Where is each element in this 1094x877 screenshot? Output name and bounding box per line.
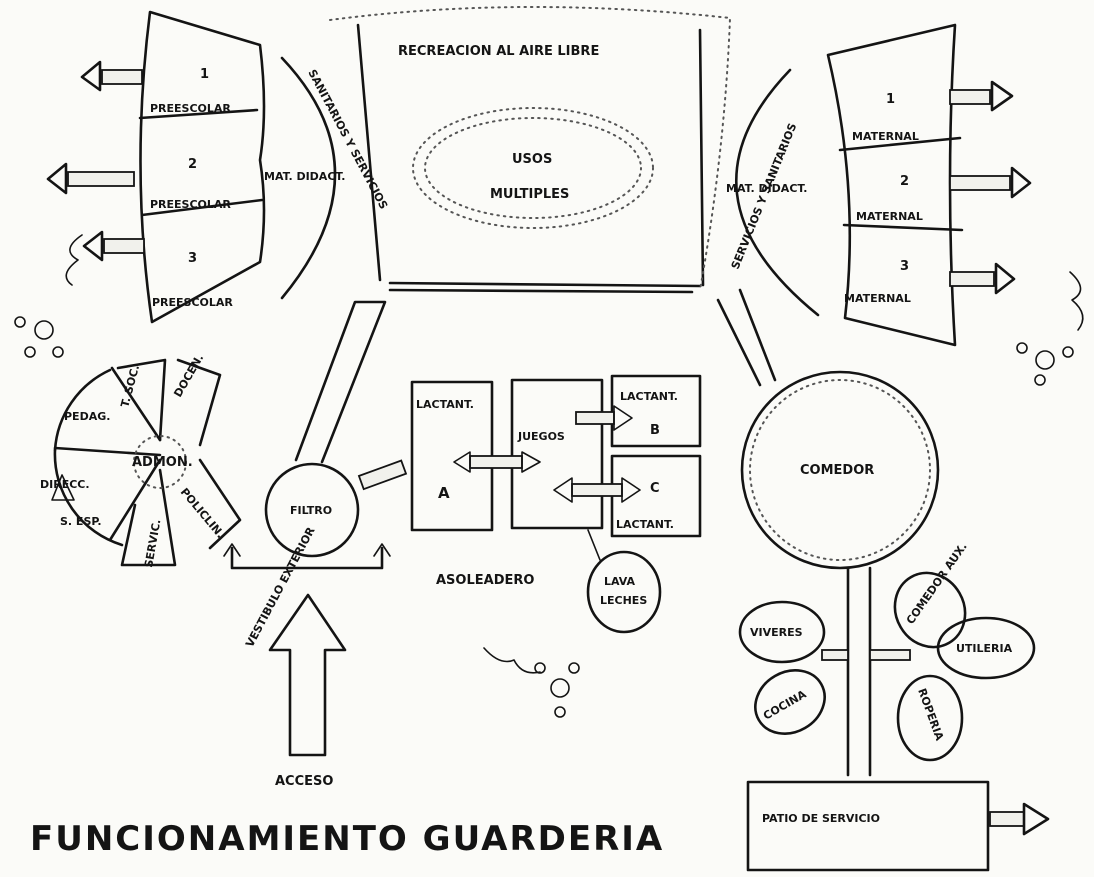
filtro-label: FILTRO [290,504,332,517]
svg-text:1: 1 [200,67,209,82]
patio-servicio: PATIO DE SERVICIO [746,780,1050,872]
filtro-zone: FILTRO [223,300,408,570]
admin-docen: DOCEN. [171,352,206,400]
svg-text:3: 3 [900,259,909,274]
svg-text:PREESCOLAR: PREESCOLAR [150,198,231,211]
usos-multiples-zone: USOS MULTIPLES [412,107,654,229]
preescolar-block: 1 PREESCOLAR 2 PREESCOLAR 3 PREESCOLAR [46,10,266,324]
admin-tsoc: T. SOC. [118,364,142,409]
triangle-icon [51,474,75,501]
exit-arrow-icon [949,166,1032,199]
lactantes-block: LACTANT. A JUEGOS LACTANT. B C LACTANT. [410,374,702,538]
patio-label: PATIO DE SERVICIO [762,812,880,825]
svg-text:3: 3 [188,251,197,266]
leches-label: LECHES [600,594,647,607]
children-icon [483,647,580,718]
lactant-a-label: LACTANT. [416,398,474,411]
svg-text:2: 2 [900,174,909,189]
lactant-b-label: LACTANT. [620,390,678,403]
maternal-block: 1 MATERNAL 2 MATERNAL 3 MATERNAL [826,23,1032,347]
admin-center: ADMON. [132,455,193,470]
comedor-label: COMEDOR [800,463,874,478]
svg-text:MATERNAL: MATERNAL [852,130,919,143]
cocina-label: COCINA [761,687,809,722]
admin-direcc: DIRECC. [40,478,90,491]
svg-text:MATERNAL: MATERNAL [844,292,911,305]
exit-arrow-icon [82,230,145,262]
room-maternal-3: 3 MATERNAL [844,259,911,305]
children-icon [14,234,83,358]
children-icon [1016,271,1084,386]
comedor-aux-label: COMEDOR AUX. [904,540,970,626]
room-maternal-2: 2 MATERNAL [856,174,923,223]
admin-policlin: POLICLIN. [178,486,227,541]
room-preescolar-1: 1 PREESCOLAR [150,67,231,115]
sanitarios-left: SANITARIOS Y SERVICIOS [305,67,390,211]
lava-label: LAVA [604,575,636,588]
mat-didact-right: MAT. DIDACT. [726,182,807,195]
acceso-label: ACCESO [275,774,333,789]
svg-text:1: 1 [886,92,895,107]
lactant-c-label: LACTANT. [616,518,674,531]
room-c-letter: C [650,481,660,496]
multiples-label: MULTIPLES [490,187,569,202]
admin-pedag: PEDAG. [64,410,110,423]
room-maternal-1: 1 MATERNAL [852,92,919,143]
exit-arrow-icon [46,162,135,195]
mat-didact-left: MAT. DIDACT. [264,170,345,183]
svg-text:2: 2 [188,157,197,172]
asoleadero-label: ASOLEADERO [436,573,534,588]
asoleadero-zone: ASOLEADERO [436,573,534,588]
maternal-services-arc: MAT. DIDACT. SERVICIOS Y SANITARIOS [726,68,820,317]
recreation-label: RECREACION AL AIRE LIBRE [398,44,599,59]
kitchen-services-cluster: VIVERES COCINA COMEDOR AUX. UTILERIA ROP… [738,540,1036,762]
room-b-letter: B [650,423,660,438]
access-arrow-icon [268,593,347,757]
utileria-label: UTILERIA [956,642,1013,655]
exit-arrow-icon [949,262,1016,295]
preescolar-services-arc: MAT. DIDACT. SANITARIOS Y SERVICIOS [264,56,390,300]
diagram-title: FUNCIONAMIENTO GUARDERIA [30,819,664,859]
exit-arrow-icon [1022,802,1050,836]
comedor-zone: COMEDOR [716,288,940,777]
svg-text:PREESCOLAR: PREESCOLAR [152,296,233,309]
admin-servic: SERVIC. [142,518,163,568]
lava-leches-zone: LAVA LECHES [586,529,662,634]
roperia-label: ROPERIA [915,687,946,743]
room-preescolar-2: 2 PREESCOLAR [150,157,231,211]
corridor-filtro-lactantes [357,459,408,491]
viveres-label: VIVERES [750,626,803,639]
sanitarios-right: SERVICIOS Y SANITARIOS [729,121,800,271]
room-preescolar-3: 3 PREESCOLAR [152,251,233,309]
outdoor-recreation-area: RECREACION AL AIRE LIBRE [329,5,732,294]
exit-arrow-icon [80,60,143,92]
svg-text:PREESCOLAR: PREESCOLAR [150,102,231,115]
usos-label: USOS [512,152,552,167]
vestibulo-access: VESTIBULO EXTERIOR ACCESO [243,524,347,789]
exit-arrow-icon [949,80,1014,112]
juegos-label: JUEGOS [517,430,565,443]
room-a-letter: A [438,484,450,502]
svg-text:MATERNAL: MATERNAL [856,210,923,223]
admin-radial-cluster: PEDAG. T. SOC. DOCEN. ADMON. DIRECC. S. … [40,352,242,569]
admin-s-espera: S. ESP. [60,515,102,528]
